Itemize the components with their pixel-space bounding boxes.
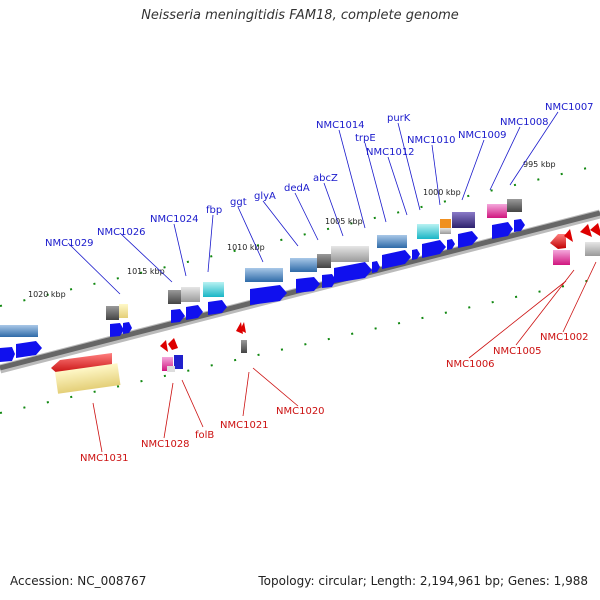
gene-box <box>452 212 475 228</box>
gene-label-forward[interactable]: NMC1014 <box>316 120 365 131</box>
scale-label: 1020 kbp <box>28 290 66 299</box>
forward-arrow <box>322 274 336 288</box>
gene-label-forward[interactable]: NMC1024 <box>150 214 199 225</box>
gene-label-reverse[interactable]: NMC1005 <box>493 346 542 357</box>
gene-label-forward[interactable]: NMC1009 <box>458 130 507 141</box>
forward-arrow <box>447 239 455 250</box>
gene-box <box>55 363 121 394</box>
gene-label-reverse[interactable]: folB <box>195 430 214 441</box>
gene-box <box>440 219 451 228</box>
forward-arrow <box>110 323 124 337</box>
scale-label: 1005 kbp <box>325 217 363 226</box>
gene-box <box>331 246 369 262</box>
gene-label-forward[interactable]: NMC1010 <box>407 135 456 146</box>
reverse-arrow <box>550 234 566 249</box>
accession-text: Accession: NC_008767 <box>10 574 147 588</box>
gene-box <box>290 258 317 272</box>
gene-box <box>245 268 283 282</box>
forward-arrow <box>514 219 525 232</box>
gene-box <box>168 290 181 304</box>
forward-arrows <box>0 219 525 362</box>
forward-arrow <box>208 300 227 315</box>
reverse-arrow <box>240 322 246 333</box>
gene-box <box>440 228 451 234</box>
gene-label-forward[interactable]: NMC1029 <box>45 238 94 249</box>
gene-label-forward[interactable]: trpE <box>355 133 376 144</box>
gene-box <box>174 355 183 369</box>
forward-arrow <box>123 322 132 334</box>
gene-box <box>119 304 128 318</box>
scale-label: 1010 kbp <box>227 243 265 252</box>
forward-arrow <box>334 262 372 283</box>
gene-box <box>487 204 507 218</box>
genome-title: Neisseria meningitidis FAM18, complete g… <box>141 8 459 23</box>
forward-arrow <box>250 285 287 305</box>
reverse-arrow <box>168 338 178 350</box>
gene-label-forward[interactable]: NMC1026 <box>97 227 146 238</box>
forward-arrow <box>412 249 420 260</box>
forward-arrow <box>186 305 203 320</box>
forward-arrow <box>372 261 380 273</box>
reverse-arrow <box>564 229 573 242</box>
gene-box <box>167 366 175 372</box>
forward-arrow <box>171 309 185 323</box>
gene-label-forward[interactable]: purK <box>387 113 411 124</box>
forward-arrow <box>16 341 42 358</box>
gene-box <box>553 250 570 265</box>
reverse-arrow <box>236 322 243 334</box>
forward-arrow <box>382 250 411 269</box>
gene-label-forward[interactable]: ggt <box>230 197 247 208</box>
forward-arrow <box>422 240 446 258</box>
reverse-leader-lines <box>92 261 597 453</box>
genome-summary-text: Topology: circular; Length: 2,194,961 bp… <box>258 574 588 588</box>
forward-gene-boxes <box>0 199 522 337</box>
scale-label: 1000 kbp <box>423 188 461 197</box>
gene-box <box>181 287 200 302</box>
gene-box <box>162 357 173 371</box>
scale-label: 995 kbp <box>523 160 556 169</box>
forward-arrow <box>458 231 478 248</box>
gene-box <box>377 235 407 248</box>
reverse-arrow <box>160 340 168 352</box>
gene-label-reverse[interactable]: NMC1002 <box>540 332 589 343</box>
gene-box <box>203 282 224 297</box>
gene-label-reverse[interactable]: NMC1031 <box>80 453 129 464</box>
gene-box <box>585 242 600 256</box>
gene-label-forward[interactable]: NMC1012 <box>366 147 415 158</box>
gene-box <box>417 224 439 239</box>
gene-label-reverse[interactable]: NMC1006 <box>446 359 495 370</box>
gene-box <box>507 199 522 212</box>
gene-box <box>317 254 331 268</box>
gene-label-forward[interactable]: NMC1008 <box>500 117 549 128</box>
gene-label-reverse[interactable]: NMC1028 <box>141 439 190 450</box>
gene-label-reverse[interactable]: NMC1021 <box>220 420 269 431</box>
gene-box <box>0 325 38 337</box>
gene-label-forward[interactable]: glyA <box>254 191 276 202</box>
gene-box <box>241 340 247 353</box>
forward-arrow <box>492 222 513 239</box>
reverse-gene-elements <box>51 223 600 394</box>
reverse-arrow <box>51 353 112 376</box>
gene-label-forward[interactable]: abcZ <box>313 173 338 184</box>
gene-box <box>106 306 119 320</box>
scale-label: 1015 kbp <box>127 267 165 276</box>
reverse-arrow <box>580 224 592 237</box>
gene-label-reverse[interactable]: NMC1020 <box>276 406 325 417</box>
gene-label-forward[interactable]: dedA <box>284 183 310 194</box>
reverse-arrow <box>590 223 600 236</box>
forward-arrow <box>296 277 320 293</box>
gene-label-forward[interactable]: NMC1007 <box>545 102 594 113</box>
forward-arrow <box>0 347 15 362</box>
forward-leader-lines <box>67 111 559 295</box>
gene-label-forward[interactable]: fbp <box>206 205 222 216</box>
